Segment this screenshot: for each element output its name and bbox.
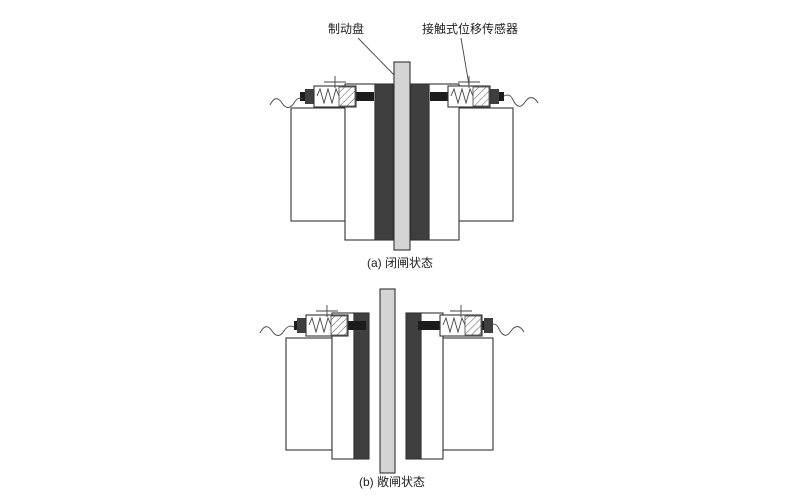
right-sensor-hatch-b bbox=[464, 315, 482, 336]
leader-line-brake-disc bbox=[357, 37, 400, 81]
right-cable-a bbox=[503, 94, 539, 107]
right-cable-b bbox=[489, 323, 525, 336]
left-housing-block-a bbox=[290, 107, 346, 222]
brake-disc-a bbox=[393, 61, 411, 251]
right-sensor-spring-b bbox=[442, 316, 466, 334]
left-sensor-assembly-a bbox=[300, 76, 374, 108]
left-inner-plate-a bbox=[344, 83, 376, 241]
left-sensor-spring-a bbox=[316, 87, 340, 105]
label-brake-disc: 制动盘 bbox=[328, 21, 364, 36]
right-sensor-spring-a bbox=[450, 87, 474, 105]
left-cable-a bbox=[269, 97, 304, 108]
right-sensor-mount-b bbox=[484, 318, 493, 333]
left-sensor-mount-b bbox=[297, 318, 306, 333]
right-brake-pad-a bbox=[410, 83, 430, 241]
right-sensor-assembly-b bbox=[418, 305, 493, 337]
diagram-b-open: (b) 敞闸状态 bbox=[259, 288, 525, 489]
right-inner-plate-a bbox=[428, 83, 460, 241]
leader-line-sensor bbox=[460, 37, 470, 86]
left-brake-pad-b bbox=[353, 312, 370, 460]
left-housing-block-b bbox=[285, 337, 333, 451]
diagram-a-closed: 制动盘 接触式位移传感器 bbox=[269, 21, 539, 270]
caption-b: (b) 敞闸状态 bbox=[359, 474, 425, 489]
left-brake-pad-a bbox=[374, 83, 394, 241]
left-sensor-spring-b bbox=[308, 316, 332, 334]
brake-disc-b bbox=[379, 288, 396, 474]
right-housing-block-a bbox=[458, 107, 514, 222]
left-sensor-hatch-a bbox=[338, 86, 356, 107]
right-sensor-hatch-a bbox=[472, 86, 490, 107]
label-displacement-sensor: 接触式位移传感器 bbox=[422, 21, 518, 36]
caption-a: (a) 闭闸状态 bbox=[367, 256, 433, 270]
left-sensor-hatch-b bbox=[330, 315, 348, 336]
left-cable-b bbox=[259, 325, 295, 336]
right-housing-block-b bbox=[442, 337, 494, 451]
left-sensor-mount-a bbox=[305, 89, 314, 104]
right-brake-pad-b bbox=[405, 312, 422, 460]
right-sensor-assembly-a bbox=[430, 76, 504, 108]
left-sensor-assembly-b bbox=[294, 305, 366, 337]
right-sensor-mount-a bbox=[490, 89, 499, 104]
